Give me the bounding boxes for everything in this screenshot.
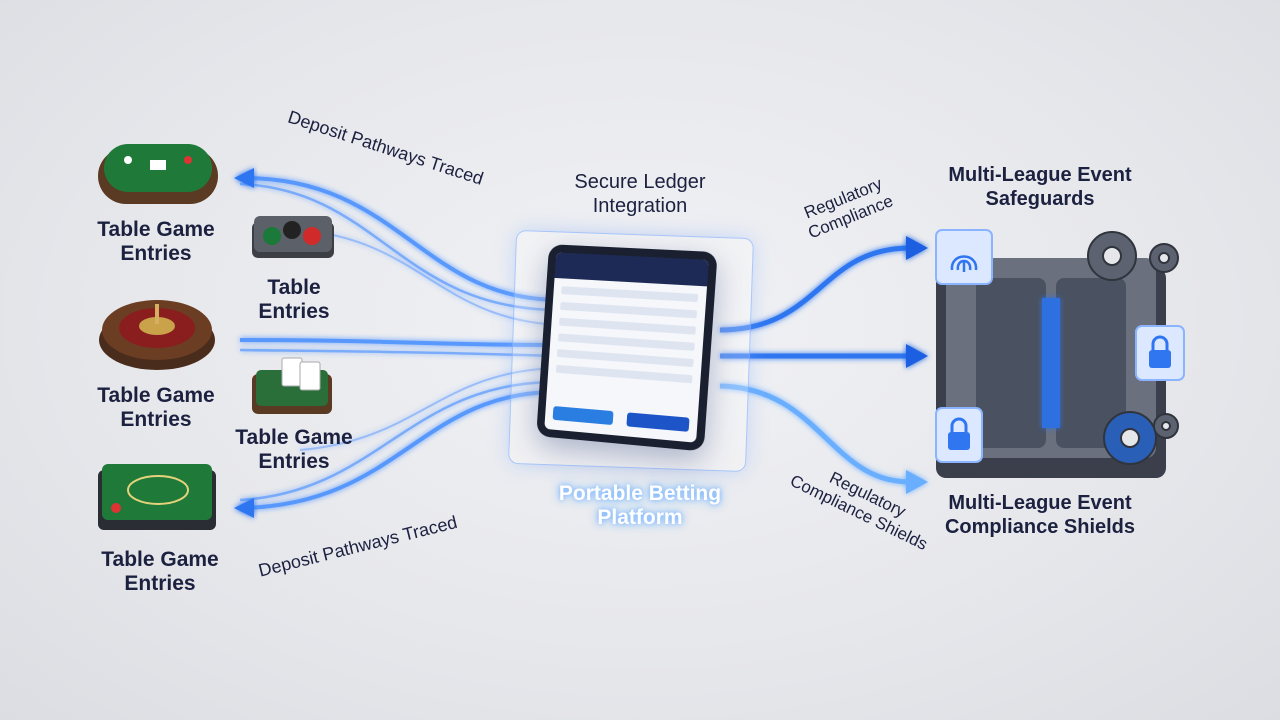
- label-line: Multi-League Event: [948, 164, 1132, 186]
- arrowhead-top-left: [234, 168, 254, 188]
- fingerprint-icon: [935, 229, 993, 285]
- label-table-game-entries-1: Table Game Entries: [86, 218, 226, 266]
- deposit-label-bottom: Deposit Pathways Traced: [256, 512, 459, 581]
- label-line: Entries: [120, 242, 192, 265]
- screen-row: [556, 349, 694, 368]
- label-line: Safeguards: [985, 188, 1095, 210]
- screen-topbar: [554, 252, 709, 287]
- screen-row: [561, 286, 699, 303]
- poker-chips-icon: [252, 216, 334, 258]
- label-line: Portable Betting: [558, 482, 722, 505]
- label-line: Table Game: [101, 548, 219, 571]
- arrowhead-top-right: [906, 236, 928, 260]
- label-secure-ledger: Secure Ledger Integration: [540, 170, 740, 218]
- label-line: Compliance Shields: [944, 516, 1136, 538]
- label-line: Entries: [258, 450, 330, 473]
- label-table-game-entries-3: Table Game Entries: [224, 426, 364, 474]
- screen-row: [558, 317, 696, 335]
- screen-row: [557, 333, 695, 351]
- flow-line-middle: [239, 338, 561, 347]
- flow-line-top: [239, 175, 561, 302]
- flow-line-regulatory: [719, 245, 911, 333]
- label-line: Secure Ledger: [574, 171, 706, 193]
- label-line: Table Game: [97, 384, 215, 407]
- deposit-label-top: Deposit Pathways Traced: [286, 107, 486, 189]
- deposit-flow-lines: [239, 175, 561, 510]
- label-line: Entries: [258, 300, 330, 323]
- label-line: Platform: [597, 506, 683, 529]
- label-portable-platform: Portable Betting Platform: [530, 482, 750, 530]
- playing-cards-icon: [252, 357, 332, 414]
- roulette-wheel-icon: [99, 300, 215, 370]
- label-line: Multi-League Event: [948, 492, 1132, 514]
- label-table-game-entries-4: Table Game Entries: [90, 548, 230, 596]
- tablet-screen: [544, 252, 709, 443]
- tablet-device-icon: [536, 244, 718, 452]
- label-line: Table Game: [97, 218, 215, 241]
- label-line: Entries: [124, 572, 196, 595]
- screen-button: [626, 412, 690, 432]
- label-line: Table Game: [235, 426, 353, 449]
- left-arrowheads: [234, 168, 254, 518]
- label-multi-league-safeguards: Multi-League Event Safeguards: [930, 163, 1150, 211]
- flow-line-bottom: [239, 389, 561, 510]
- label-table-entries: Table Entries: [244, 276, 344, 324]
- arrowhead-bottom-right: [906, 470, 928, 494]
- compliance-flow-lines: [719, 245, 911, 485]
- label-line: Entries: [120, 408, 192, 431]
- label-line: Table: [267, 276, 321, 299]
- blackjack-table-icon: [98, 464, 216, 530]
- screen-button: [552, 406, 614, 426]
- arrowhead-middle-right: [906, 344, 928, 368]
- lock-icon: [1135, 325, 1185, 381]
- screen-row: [560, 301, 698, 319]
- label-line: Integration: [592, 195, 688, 217]
- flow-line-shields: [719, 383, 911, 485]
- right-arrowheads: [906, 236, 928, 494]
- poker-table-icon: [98, 144, 218, 204]
- gear-icon: [1087, 231, 1179, 465]
- screen-row: [555, 364, 693, 384]
- lock-icon: [935, 407, 983, 463]
- label-multi-league-shields: Multi-League Event Compliance Shields: [930, 491, 1150, 539]
- arrowhead-bottom-left: [234, 498, 254, 518]
- label-table-game-entries-2: Table Game Entries: [86, 384, 226, 432]
